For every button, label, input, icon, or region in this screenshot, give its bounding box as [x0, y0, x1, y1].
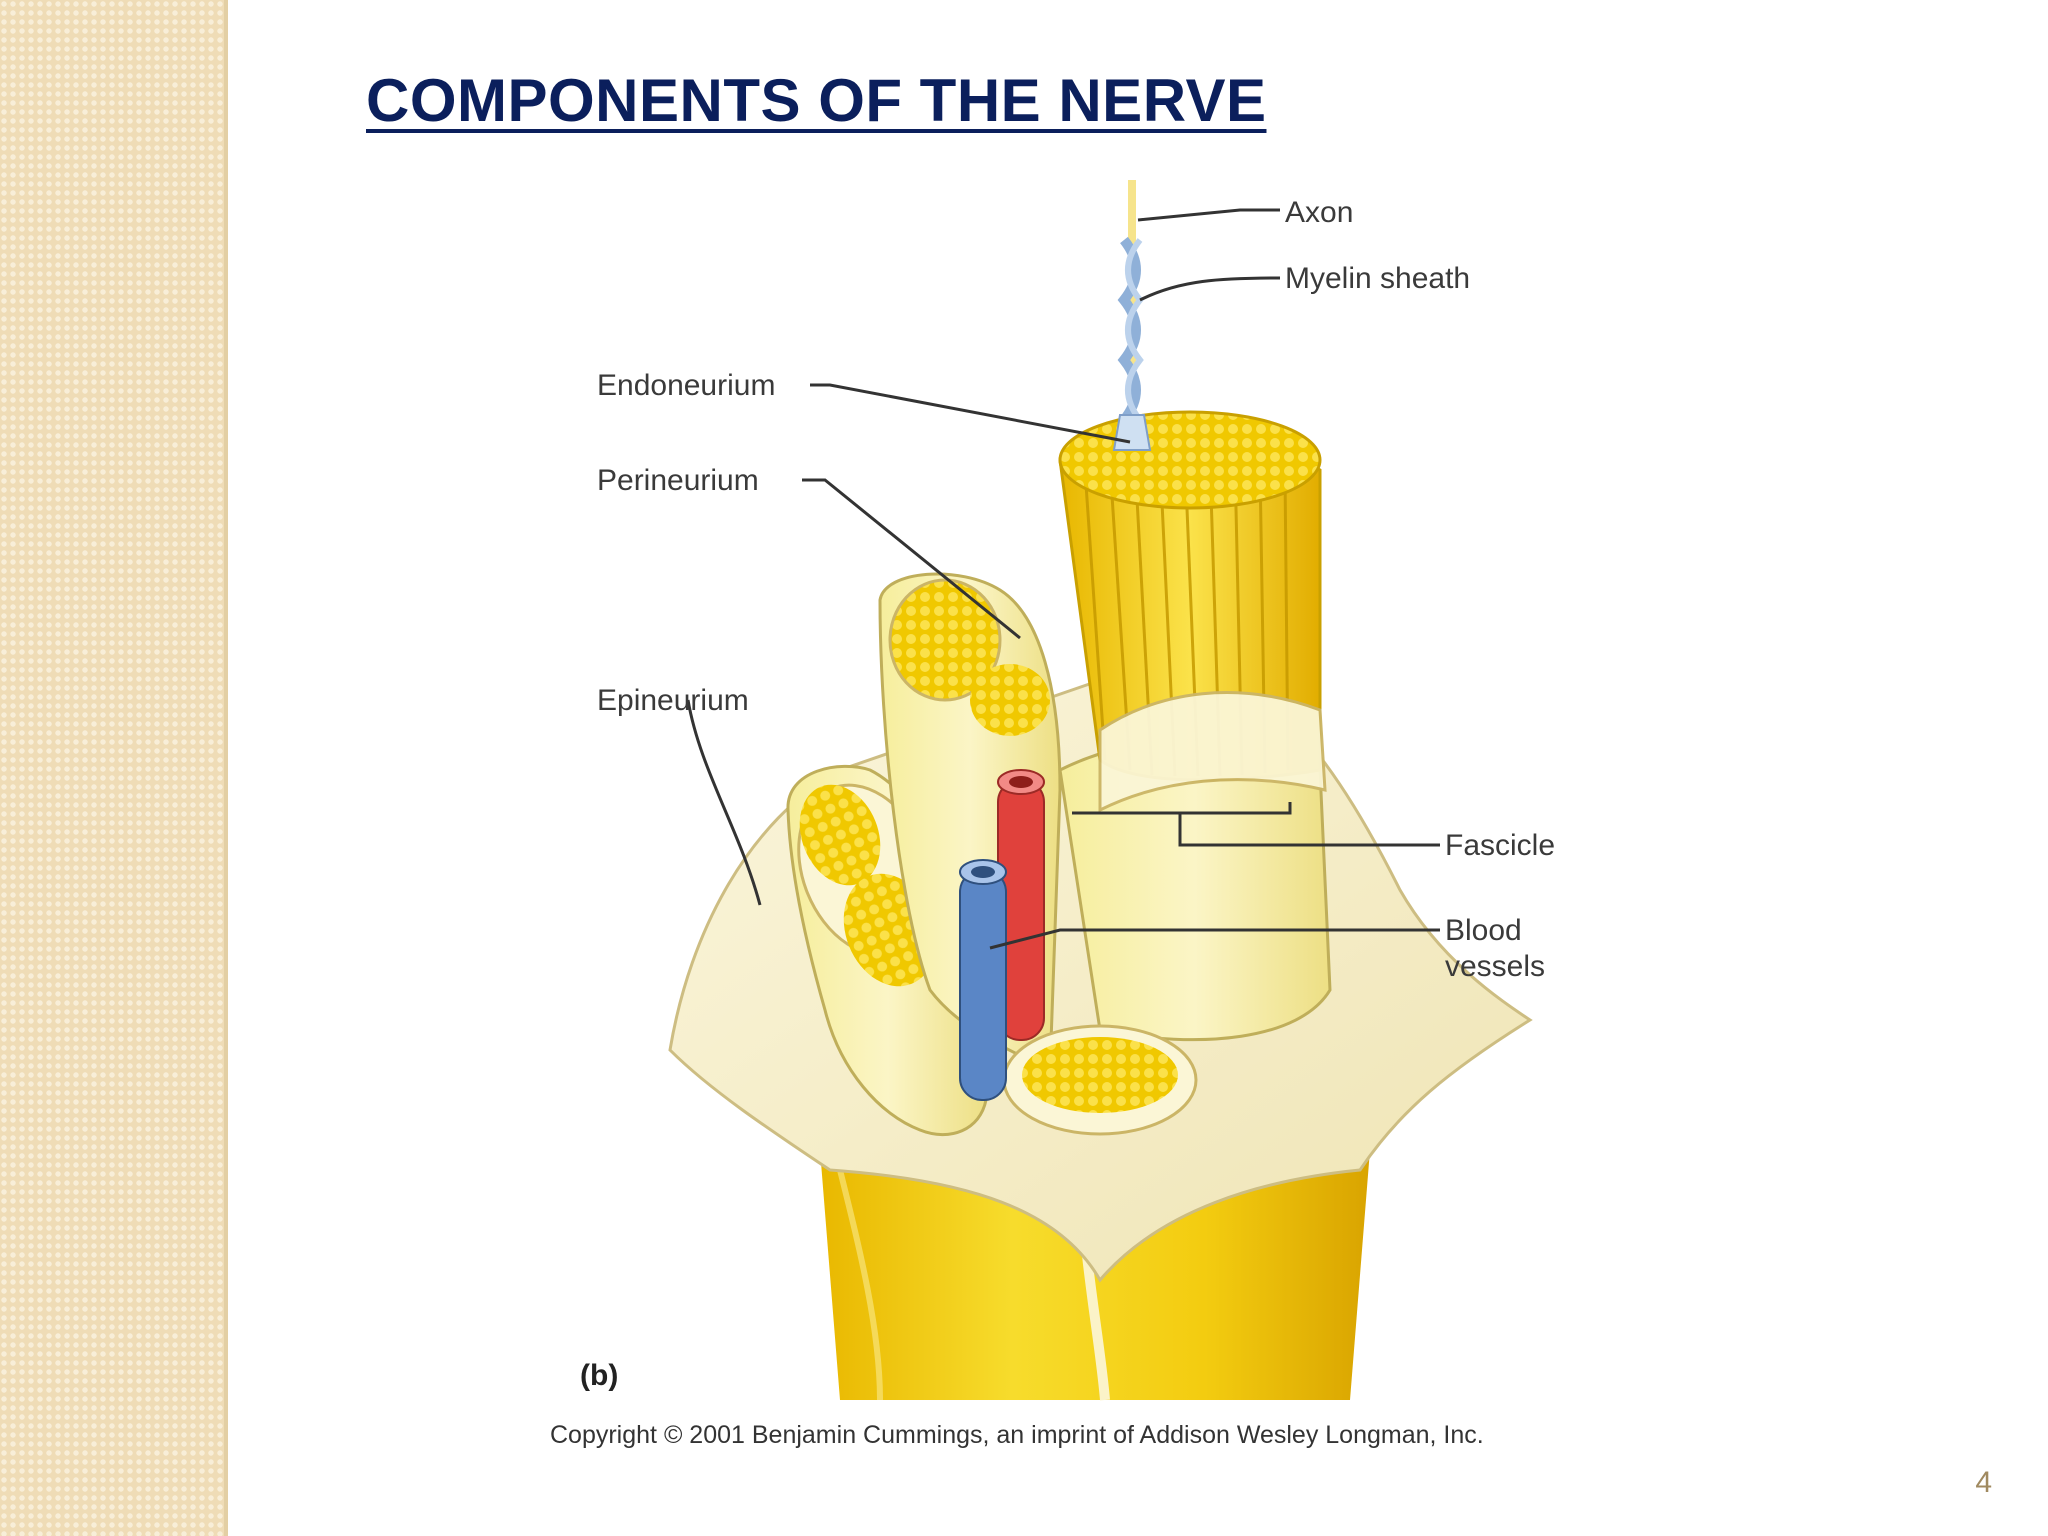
nerve-diagram: Axon Myelin sheath Endoneurium Perineuri… — [540, 170, 1690, 1480]
label-axon: Axon — [1285, 196, 1353, 229]
leader-lines — [686, 208, 1440, 950]
page-number: 4 — [1975, 1466, 1992, 1499]
vein — [959, 869, 1007, 1101]
label-myelin-sheath: Myelin sheath — [1285, 262, 1470, 295]
fascicle-main — [1058, 410, 1327, 813]
label-blood-vessels-line1: Blood — [1445, 914, 1522, 947]
copyright-notice: Copyright © 2001 Benjamin Cummings, an i… — [550, 1421, 1484, 1449]
fascicle-small-bottom — [1002, 1024, 1198, 1136]
label-perineurium: Perineurium — [597, 464, 759, 497]
blood-vessels — [959, 769, 1045, 1101]
slide-title: COMPONENTS OF THE NERVE — [366, 67, 1267, 134]
label-blood-vessels-line2: vessels — [1445, 950, 1545, 983]
decorative-side-band — [0, 0, 228, 1536]
label-endoneurium: Endoneurium — [597, 369, 775, 402]
label-fascicle: Fascicle — [1445, 829, 1555, 862]
panel-label: (b) — [580, 1359, 618, 1392]
label-epineurium: Epineurium — [597, 684, 749, 717]
